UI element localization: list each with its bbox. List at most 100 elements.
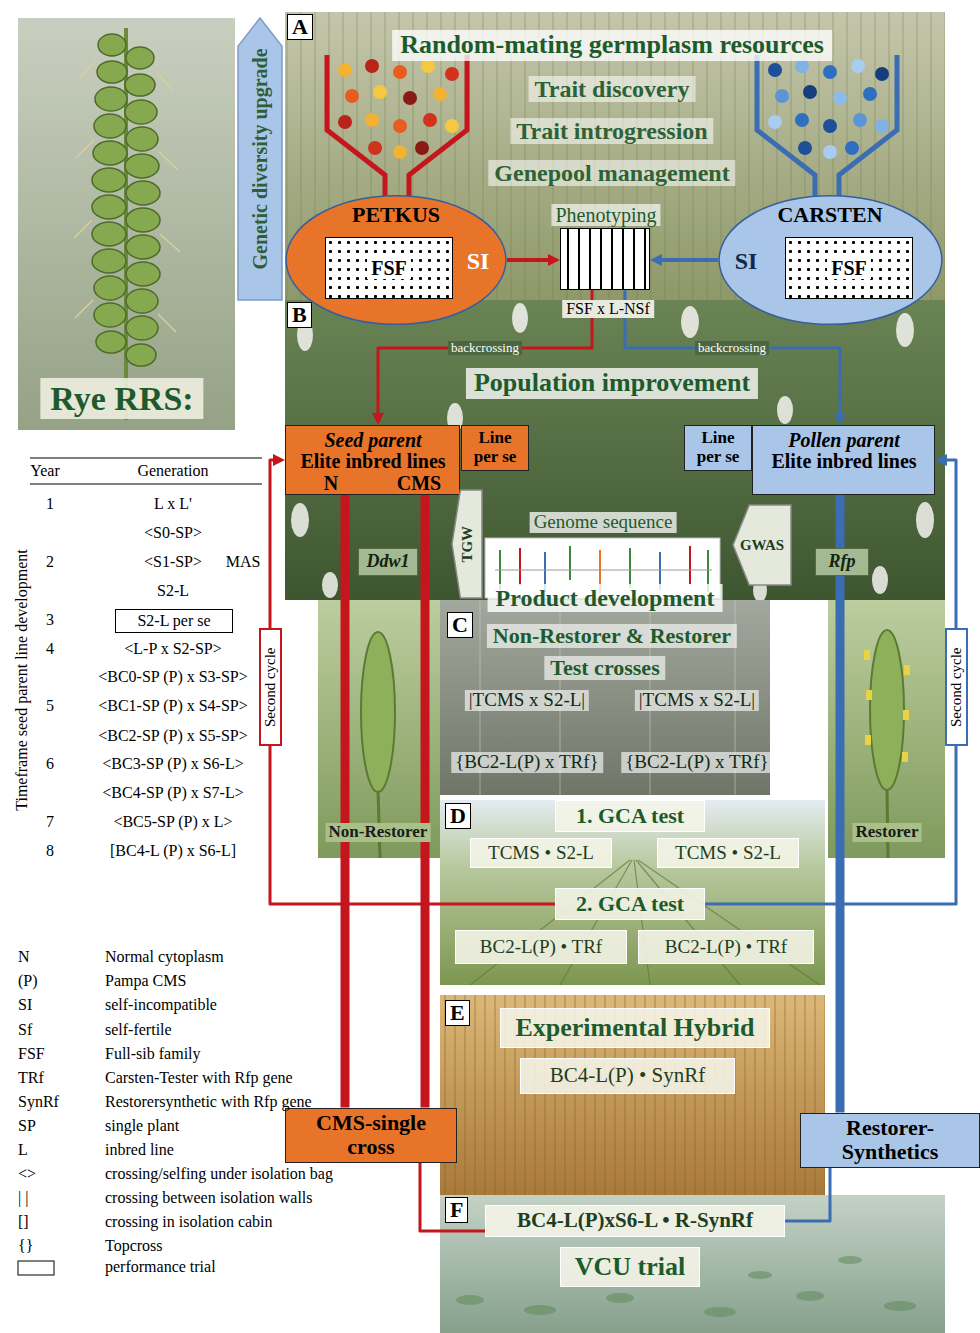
- panel: CProduct developmentNon-Restorer & Resto…: [440, 600, 770, 795]
- node-text: TGW: [459, 526, 476, 563]
- table-cell: <S0-SP>: [144, 524, 202, 542]
- legend-text: crossing between isolation walls: [105, 1189, 313, 1207]
- table-cell: 3: [46, 611, 54, 629]
- node-shape: [719, 196, 942, 325]
- panel-letter: E: [445, 1000, 470, 1026]
- legend-key: FSF: [18, 1045, 45, 1063]
- node-shape: [238, 18, 282, 300]
- legend-key: | |: [18, 1189, 28, 1207]
- node-text: Genetic diversity upgrade: [249, 48, 271, 269]
- legend-key: SP: [18, 1117, 36, 1135]
- fsf-box: FSF: [785, 237, 913, 299]
- node-text: 2. GCA test: [576, 892, 684, 916]
- node-shape: [286, 196, 506, 325]
- table-cell: Year: [30, 462, 59, 480]
- line-box: Line per se: [684, 425, 752, 471]
- legend-key: SI: [18, 996, 32, 1014]
- table-cell: <BC4-SP (P) x S7-L>: [102, 784, 243, 802]
- arrowhead: [548, 254, 560, 266]
- connector: [270, 454, 555, 904]
- legend-text: single plant: [105, 1117, 179, 1135]
- legend-text: Full-sib family: [105, 1045, 201, 1063]
- table-cell: 5: [46, 697, 54, 715]
- node-text: SI: [467, 248, 490, 274]
- legend-key: SynRf: [18, 1093, 59, 1111]
- trial-box: VCU trial: [560, 1247, 700, 1287]
- table-cell: S2-L: [157, 582, 189, 600]
- panel-letter: D: [445, 803, 471, 829]
- table-cell: Generation: [137, 462, 208, 480]
- table-cell: <BC5-SP (P) x L>: [113, 813, 232, 831]
- node-text: |TCMS x S2-L|: [465, 690, 589, 711]
- connector-line: [836, 495, 845, 1113]
- node-text: GWAS: [740, 537, 784, 554]
- phenotyping-plot: Phenotyping: [560, 228, 650, 290]
- cross-box: TCMS • S2-L: [470, 838, 612, 868]
- node-text: Non-Restorer & Restorer: [487, 624, 737, 648]
- fsf-box: FSF: [325, 237, 453, 299]
- table-cell: 2: [46, 553, 54, 571]
- pollen-parent-box: Pollen parentElite inbred lines: [752, 425, 935, 495]
- legend-key: <>: [18, 1165, 36, 1183]
- legend-text: Carsten-Tester with Rfp gene: [105, 1069, 293, 1087]
- node-text: Elite inbred lines: [771, 450, 916, 472]
- node-text: Pollen parent: [788, 429, 900, 451]
- node-text: Seed parent: [324, 429, 421, 451]
- table-cell: [BC4-L (P) x S6-L]: [110, 842, 236, 860]
- cycle-tag: Second cycle: [945, 628, 968, 746]
- legend-text: performance trial: [105, 1258, 216, 1276]
- legend-text: inbred line: [105, 1141, 174, 1159]
- table-cell: <S1-SP>: [144, 553, 202, 571]
- node-text: Trait introgression: [510, 118, 713, 144]
- product-box: CMS-single cross: [285, 1108, 457, 1163]
- panel: BPopulation improvementGenome sequenceSe…: [285, 300, 945, 600]
- node-text: Genome sequence: [530, 512, 677, 533]
- node-text: CMS-single cross: [296, 1111, 446, 1159]
- panel-letter: B: [287, 302, 312, 328]
- legend-key: Sf: [18, 1021, 32, 1039]
- node-text: SI: [735, 248, 758, 274]
- method-arrow: TGW: [452, 490, 482, 598]
- hybrid-box: Experimental Hybrid: [500, 1008, 770, 1048]
- node-text: Second cycle: [948, 647, 965, 727]
- node-text: TCMS • S2-L: [675, 843, 781, 864]
- node-text: {BC2-L(P) x TRf}: [621, 752, 773, 773]
- caption-label: Rye RRS:: [40, 378, 203, 419]
- node-text: Line per se: [467, 429, 523, 466]
- arrowhead: [650, 254, 662, 266]
- legend-text: self-incompatible: [105, 996, 217, 1014]
- panel: F BC4-L(P)xS6-L • R-SynRfVCU trial: [440, 1195, 945, 1333]
- node-text: BC2-L(P) • TRf: [480, 937, 602, 958]
- connector: [785, 1168, 830, 1222]
- legend-key: N: [18, 948, 30, 966]
- caption-label: Restorer: [853, 823, 922, 842]
- panel: E Experimental HybridBC4-L(P) • SynRf: [440, 995, 825, 1195]
- legend-key: {}: [18, 1237, 33, 1255]
- legend-text: crossing/selfing under isolation bag: [105, 1165, 333, 1183]
- edge-label: backcrossing: [448, 341, 522, 355]
- panel-letter: A: [287, 14, 313, 40]
- cross-box: TCMS • S2-L: [657, 838, 799, 868]
- node-text: CMS: [397, 472, 441, 494]
- legend-key: (P): [18, 972, 38, 990]
- node-text: Elite inbred lines: [300, 450, 445, 472]
- node-text: Random-mating germplasm resources: [392, 30, 832, 61]
- arrowhead: [372, 413, 384, 425]
- node-text: Trait discovery: [529, 76, 696, 102]
- connector: [345, 495, 346, 1108]
- node-text: CARSTEN: [777, 203, 882, 227]
- node-text: Second cycle: [262, 647, 279, 727]
- node-text: BC4-L(P)xS6-L • R-SynRf: [517, 1209, 753, 1232]
- panel-letter: F: [445, 1197, 468, 1223]
- node-text: Line per se: [690, 429, 746, 466]
- node-text: Phenotyping: [551, 204, 660, 226]
- node-text: {BC2-L(P) x TRf}: [451, 752, 603, 773]
- node-text: BC4-L(P) • SynRf: [550, 1064, 706, 1087]
- node-text: FSF: [367, 257, 411, 279]
- method-arrow: GWAS: [733, 505, 791, 585]
- node-text: Product development: [488, 584, 723, 612]
- node-text: Experimental Hybrid: [515, 1014, 754, 1043]
- node-text: BC2-L(P) • TRf: [665, 937, 787, 958]
- table-cell: Timeframe seed parent line development: [13, 549, 31, 811]
- seed-parent-box: Seed parentElite inbred linesNCMS: [285, 425, 460, 495]
